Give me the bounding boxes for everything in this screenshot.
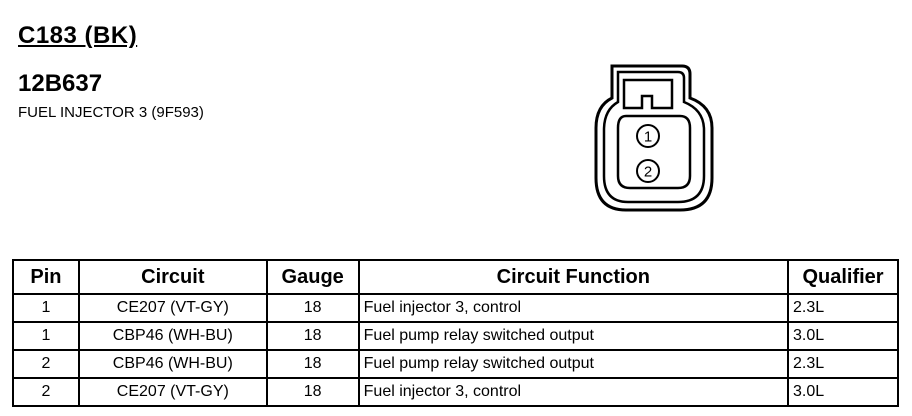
column-header-circuit-function: Circuit Function xyxy=(357,259,790,295)
column-header-gauge: Gauge xyxy=(265,259,360,295)
cell-function: Fuel injector 3, control xyxy=(357,377,790,407)
cell-pin: 1 xyxy=(12,321,80,351)
cell-qualifier: 3.0L xyxy=(787,377,899,407)
pinout-table: Pin Circuit Gauge Circuit Function Quali… xyxy=(12,259,899,407)
cell-gauge: 18 xyxy=(265,321,360,351)
pin-1-terminal: 1 xyxy=(636,124,660,148)
cell-gauge: 18 xyxy=(265,377,360,407)
pin-cavity xyxy=(616,114,692,190)
cell-circuit: CBP46 (WH-BU) xyxy=(77,321,268,351)
table-row: 2 CBP46 (WH-BU) 18 Fuel pump relay switc… xyxy=(12,349,899,379)
cell-qualifier: 3.0L xyxy=(787,321,899,351)
connector-face-diagram: 1 2 xyxy=(594,64,714,212)
table-row: 2 CE207 (VT-GY) 18 Fuel injector 3, cont… xyxy=(12,377,899,407)
table-row: 1 CBP46 (WH-BU) 18 Fuel pump relay switc… xyxy=(12,321,899,351)
cell-gauge: 18 xyxy=(265,349,360,379)
cell-circuit: CBP46 (WH-BU) xyxy=(77,349,268,379)
column-header-circuit: Circuit xyxy=(77,259,268,295)
svg-text:1: 1 xyxy=(644,129,652,146)
cell-function: Fuel injector 3, control xyxy=(357,293,790,323)
column-header-qualifier: Qualifier xyxy=(787,259,899,295)
cell-gauge: 18 xyxy=(265,293,360,323)
connector-inner-shell xyxy=(602,70,706,204)
cell-circuit: CE207 (VT-GY) xyxy=(77,377,268,407)
part-number: 12B637 xyxy=(18,70,103,97)
connector-description: FUEL INJECTOR 3 (9F593) xyxy=(18,104,204,121)
cell-function: Fuel pump relay switched output xyxy=(357,321,790,351)
svg-text:2: 2 xyxy=(644,164,652,181)
column-header-pin: Pin xyxy=(12,259,80,295)
connector-outer-shell xyxy=(594,64,714,212)
cell-circuit: CE207 (VT-GY) xyxy=(77,293,268,323)
table-header-row: Pin Circuit Gauge Circuit Function Quali… xyxy=(12,259,899,295)
cell-qualifier: 2.3L xyxy=(787,293,899,323)
connector-latch xyxy=(622,78,674,110)
cell-pin: 2 xyxy=(12,349,80,379)
cell-function: Fuel pump relay switched output xyxy=(357,349,790,379)
pin-2-terminal: 2 xyxy=(636,159,660,183)
connector-id: C183 (BK) xyxy=(18,22,138,49)
cell-qualifier: 2.3L xyxy=(787,349,899,379)
cell-pin: 2 xyxy=(12,377,80,407)
cell-pin: 1 xyxy=(12,293,80,323)
table-row: 1 CE207 (VT-GY) 18 Fuel injector 3, cont… xyxy=(12,293,899,323)
